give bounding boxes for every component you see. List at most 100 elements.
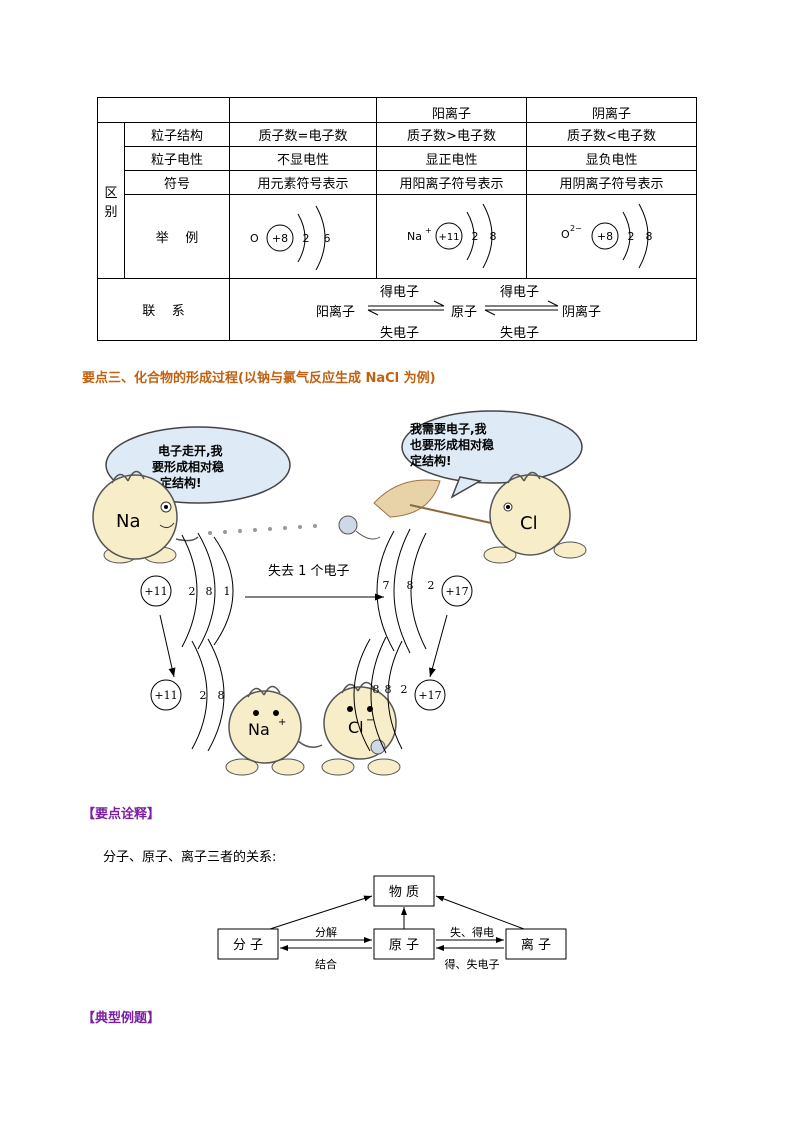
na-label: Na <box>116 511 141 532</box>
relation-lose-right: 失电子 <box>500 326 539 340</box>
cl-speech-bubble: 我需要电子,我 也要形成相对稳 定结构! <box>401 410 583 499</box>
electron-shell-arc <box>315 205 326 270</box>
shell-electron-count: 7 <box>383 579 390 592</box>
electron-shell-arc <box>297 213 306 262</box>
header-cell-atom <box>229 97 377 123</box>
table-header-row: 阳离子 阴离子 <box>97 97 697 123</box>
molecule-box <box>217 928 279 960</box>
ion-to-matter-arrow <box>435 895 525 930</box>
bubble-line: 电子走开,我 <box>158 443 223 458</box>
matter-box <box>373 875 435 907</box>
molecule-atom-ion-relation-diagram: 物 质 分 子 原 子 离 子 分解 结合 失、得电 得、失电子 <box>217 875 567 971</box>
relation-cation: 阳离子 <box>316 304 355 320</box>
row-label: 举 例 <box>124 194 230 279</box>
relation-cell: 阳离子 原子 阴离子 得电子 失电子 得电子 失电子 <box>229 278 697 341</box>
chloride-ion-character: Cl − <box>321 681 401 776</box>
cl-to-ion-arrow <box>429 614 448 678</box>
cl-ion-charge: − <box>366 715 374 726</box>
table-row: 区 别 粒子结构 质子数=电子数 质子数>电子数 质子数<电子数 <box>97 122 697 279</box>
group-label-char: 区 <box>104 185 118 201</box>
butterfly-net <box>373 479 501 526</box>
cl-ion-label: Cl <box>348 718 364 737</box>
shell-electron-count: 8 <box>489 230 496 243</box>
ion-label: 离 子 <box>521 937 551 953</box>
shell-electron-count: 2 <box>401 683 408 696</box>
chloride-ion-diagram: 8 8 2 +17 <box>353 636 446 754</box>
lose-gain-label: 失、得电 <box>450 926 494 939</box>
cell-anion: 质子数<电子数 <box>526 122 697 147</box>
section-label-explanation: 【要点诠释】 <box>82 807 161 822</box>
arrow-half-head <box>367 309 379 315</box>
cell-anion: 显负电性 <box>526 146 697 171</box>
shell-electron-count: 2 <box>189 585 196 598</box>
shell-electron-count: 8 <box>206 585 213 598</box>
electron-character <box>338 515 381 540</box>
ion-atom-conversion-diagram: 阳离子 原子 阴离子 得电子 失电子 得电子 失电子 <box>316 284 601 340</box>
decompose-label: 分解 <box>315 925 337 939</box>
row-label: 符号 <box>124 170 230 195</box>
ion-box <box>505 928 567 960</box>
shell-electron-count: 2 <box>471 230 478 243</box>
relation-gain-left: 得电子 <box>380 284 419 300</box>
electron-shell-arc <box>638 203 648 268</box>
element-symbol: O <box>561 228 570 241</box>
nucleus-charge: +11 <box>144 585 167 598</box>
nucleus-charge: +8 <box>272 232 288 245</box>
arrow-half-head <box>547 300 559 306</box>
atom-box <box>373 928 435 960</box>
shell-electron-count: 6 <box>324 232 331 245</box>
nucleus-charge: +8 <box>596 230 612 243</box>
table-row: 符号 用元素符号表示 用阳离子符号表示 用阴离子符号表示 <box>98 170 697 195</box>
sodium-ion-structure-diagram: Na + +11 2 8 <box>407 203 496 268</box>
nucleus-circle <box>591 222 618 249</box>
nucleus-circle <box>266 224 294 251</box>
example-sodium-ion: Na + +11 2 8 <box>376 194 527 279</box>
gain-lose-label: 得、失电子 <box>445 958 500 971</box>
shell-electron-count: 8 <box>373 683 380 696</box>
table-row: 粒子电性 不显电性 显正电性 显负电性 <box>98 146 697 171</box>
na-ion-label: Na <box>248 720 270 739</box>
molecule-to-matter-arrow <box>269 895 373 930</box>
relation-atom: 原子 <box>451 305 477 320</box>
shell-electron-count: 2 <box>428 579 435 592</box>
electron-trail <box>208 524 317 535</box>
relation-gain-right: 得电子 <box>500 284 539 300</box>
electron-shell-arc <box>622 211 630 260</box>
nucleus-charge: +11 <box>438 232 459 243</box>
cell-anion: 用阴离子符号表示 <box>526 170 697 195</box>
combine-label: 结合 <box>315 957 337 971</box>
na-ion-charge: + <box>278 717 286 728</box>
group-label-difference: 区 别 <box>97 122 125 279</box>
arrow-half-head <box>484 309 496 315</box>
nucleus-circle <box>435 222 462 249</box>
header-cell-cation: 阳离子 <box>376 97 527 123</box>
oxide-ion-structure-diagram: O 2− +8 2 8 <box>561 203 652 268</box>
cell-atom: 用元素符号表示 <box>229 170 377 195</box>
shell-electron-count: 8 <box>385 683 392 696</box>
shell-electron-count: 1 <box>224 585 231 598</box>
arrow-half-head <box>433 300 445 306</box>
row-label: 粒子结构 <box>124 122 230 147</box>
chlorine-atom-diagram: 7 8 2 +17 <box>376 528 473 654</box>
oxygen-atom-structure-diagram: O +8 2 6 <box>250 205 331 270</box>
matter-label: 物 质 <box>389 885 419 900</box>
bubble-line: 定结构! <box>160 475 201 490</box>
example-oxygen-atom: O +8 2 6 <box>229 194 377 279</box>
sodium-ion-diagram: +11 2 8 <box>150 638 225 752</box>
shell-electron-count: 8 <box>407 579 414 592</box>
cl-label: Cl <box>520 513 538 534</box>
section-label-examples: 【典型例题】 <box>82 1011 161 1026</box>
shell-electron-count: 8 <box>645 230 652 243</box>
group-label-char: 别 <box>104 204 118 220</box>
section-heading-compound-formation: 要点三、化合物的形成过程(以钠与氯气反应生成 NaCl 为例) <box>82 371 436 386</box>
cell-atom: 质子数=电子数 <box>229 122 377 147</box>
sodium-atom-diagram: +11 2 8 1 <box>140 532 234 650</box>
sodium-ion-character: Na + <box>225 685 323 776</box>
table-row-examples: 举 例 O +8 2 6 Na + +11 <box>98 194 697 279</box>
element-symbol: O <box>250 232 259 245</box>
row-label: 粒子电性 <box>124 146 230 171</box>
particle-comparison-table: 阳离子 阴离子 区 别 粒子结构 质子数=电子数 质子数>电子数 质子数<电子数… <box>97 97 697 341</box>
shell-electron-count: 2 <box>303 232 310 245</box>
nucleus-charge: +11 <box>154 689 177 702</box>
electron-shell-arc <box>482 203 492 268</box>
